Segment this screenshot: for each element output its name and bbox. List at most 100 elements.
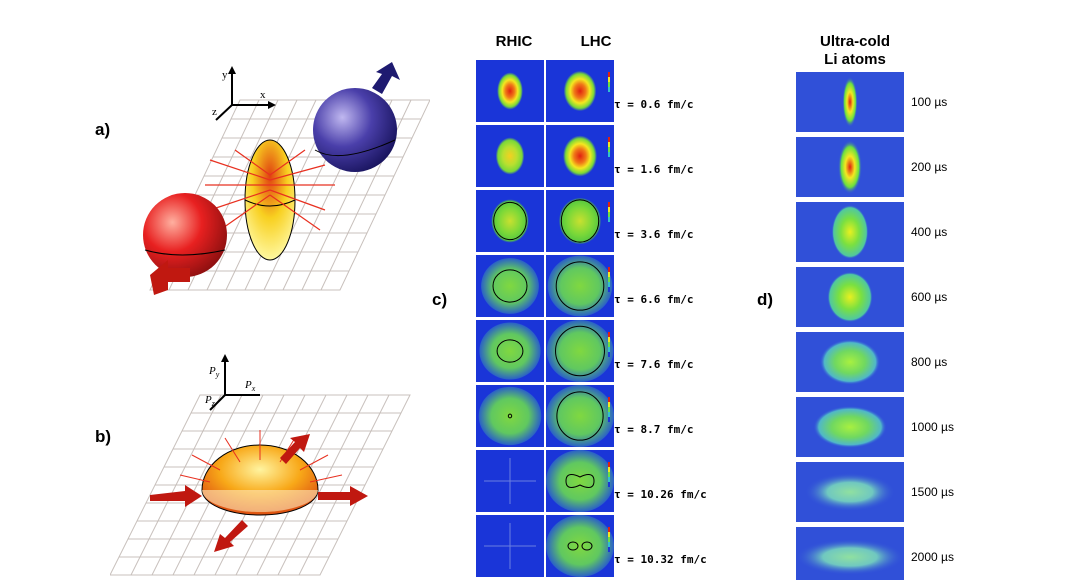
heatmap-cell-rhic-2 (476, 190, 544, 252)
freezeout-contour (565, 474, 595, 488)
momentum-axes (209, 354, 260, 411)
color-scale-bar (608, 202, 610, 227)
time-label-tau: τ = 10.26 fm/c (614, 488, 707, 501)
blue-nucleus (313, 62, 400, 172)
freezeout-contour (492, 269, 528, 303)
heatmap-cell-lhc-0 (546, 60, 614, 122)
atom-cloud (819, 339, 881, 385)
freezeout-contour (556, 391, 604, 441)
atom-cloud (813, 406, 887, 448)
fireball-blob (546, 515, 614, 577)
color-scale-bar (608, 137, 610, 162)
color-scale-bar (608, 397, 610, 422)
heatmap-cell-rhic-3 (476, 255, 544, 317)
time-label: 1500 µs (911, 485, 954, 499)
fireball-blob (491, 199, 529, 243)
atom-cloud (842, 76, 858, 128)
heatmap-cell-rhic-5 (476, 385, 544, 447)
column-header-rhic: RHIC (495, 33, 533, 50)
arrow-right (318, 486, 368, 506)
freezeout-contour (507, 413, 513, 419)
color-scale-bar (608, 462, 610, 487)
fireball (150, 430, 368, 552)
time-label: 100 µs (911, 95, 948, 109)
atom-cloud (838, 140, 862, 194)
time-label-tau: τ = 3.6 fm/c (614, 228, 694, 241)
heatmap-cell-rhic-0 (476, 60, 544, 122)
radial-arrows (179, 430, 343, 483)
fireball-blob (495, 137, 525, 175)
panel-d-title-line2: Li atoms (824, 51, 886, 68)
fireball-blob (547, 255, 613, 317)
atom-cloud-image-3 (796, 267, 904, 327)
column-header-lhc: LHC (580, 33, 612, 50)
atom-cloud (804, 472, 896, 512)
panel-label-c: c) (432, 290, 448, 309)
fireball-blob (558, 197, 602, 245)
axis-label-py: Py (208, 365, 220, 379)
fireball-blob (479, 322, 541, 380)
emission-arrows (205, 149, 335, 231)
heatmap-cell-rhic-1 (476, 125, 544, 187)
arrow-back (280, 434, 310, 464)
freezeout-contour (555, 261, 605, 311)
xyz-axes (215, 66, 276, 121)
atom-cloud (831, 205, 869, 259)
fireball-blob (481, 258, 539, 314)
heatmap-cell-rhic-4 (476, 320, 544, 382)
panel-label-a: a) (95, 120, 111, 139)
atom-cloud (796, 539, 904, 575)
freezeout-contour (560, 199, 600, 243)
atom-cloud-image-5 (796, 397, 904, 457)
freezeout-contour (493, 201, 527, 241)
fireball-blob (546, 320, 614, 382)
panel-label-d: d) (757, 290, 774, 309)
heatmap-cell-rhic-6 (476, 450, 544, 512)
heatmap-cell-lhc-6 (546, 450, 614, 512)
time-label: 1000 µs (911, 420, 954, 434)
atom-cloud-image-4 (796, 332, 904, 392)
axis-label-z: z (212, 106, 217, 118)
heatmap-cell-rhic-7 (476, 515, 544, 577)
overlap-region (205, 139, 335, 261)
atom-cloud-image-1 (796, 137, 904, 197)
atom-cloud-image-2 (796, 202, 904, 262)
fireball-blob (546, 450, 614, 512)
time-label: 600 µs (911, 290, 948, 304)
time-label: 400 µs (911, 225, 948, 239)
panel-d-title: Ultra-cold Li atoms (805, 33, 905, 69)
time-label-tau: τ = 6.6 fm/c (614, 293, 694, 306)
axis-label-y: y (222, 69, 228, 81)
color-scale-bar (608, 72, 610, 97)
freezeout-contour (567, 541, 579, 551)
panel-c-heatmap-grid (476, 60, 614, 577)
axis-label-px: Px (244, 379, 256, 393)
atom-cloud-image-7 (796, 527, 904, 580)
time-label-tau: τ = 7.6 fm/c (614, 358, 694, 371)
panel-label-b: b) (95, 427, 112, 446)
time-label-tau: τ = 8.7 fm/c (614, 423, 694, 436)
panel-d-atom-cloud-images (796, 72, 904, 580)
time-label-tau: τ = 10.32 fm/c (614, 553, 707, 566)
red-nucleus (143, 193, 227, 295)
z-axis (215, 104, 233, 121)
fireball-blob (563, 70, 597, 112)
fireball-blob (563, 135, 597, 177)
red-arrow (150, 260, 190, 295)
heatmap-cell-lhc-3 (546, 255, 614, 317)
time-label: 2000 µs (911, 550, 954, 564)
axis-label-pz: Pz (204, 394, 216, 408)
heatmap-cell-lhc-2 (546, 190, 614, 252)
atom-cloud-image-6 (796, 462, 904, 522)
freezeout-contour (581, 541, 593, 551)
heatmap-cell-lhc-4 (546, 320, 614, 382)
panel-d-title-line1: Ultra-cold (819, 33, 890, 50)
arrow-left (150, 485, 202, 507)
axis-label-x: x (260, 89, 266, 101)
panel-a-collision-diagram: y x z (143, 62, 430, 295)
freezeout-contour (555, 325, 605, 377)
freezeout-contour (496, 339, 524, 363)
heatmap-cell-lhc-7 (546, 515, 614, 577)
color-scale-bar (608, 267, 610, 292)
atom-cloud-image-0 (796, 72, 904, 132)
